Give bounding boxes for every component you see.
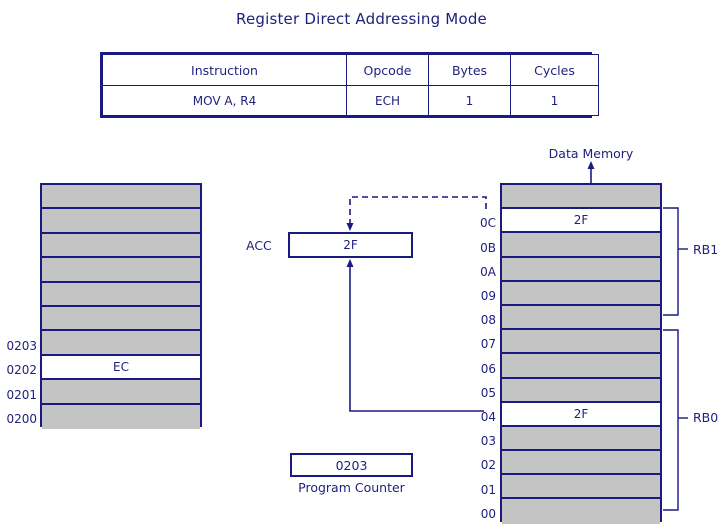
memory-address-label-05: 05 [480,385,496,400]
memory-cell [502,257,660,282]
memory-cell [502,378,660,403]
memory-address-label-07: 07 [480,337,496,352]
memory-address-label-09: 09 [480,289,496,303]
memory-address-label-0C: 0C [479,216,496,231]
memory-address-label-03: 03 [480,434,496,449]
memory-address-label-01: 01 [480,482,496,497]
code-memory-block: EC [40,183,202,429]
accumulator-label: ACC [246,238,272,253]
memory-address-label-08: 08 [480,313,496,328]
memory-cell: 2F [502,209,660,234]
data-to-acc-dashed-path [346,196,487,231]
memory-cell [502,499,660,524]
column-header-opcode: Opcode [346,53,429,87]
bank-bracket-rb1 [663,207,688,316]
memory-address-label-0A: 0A [480,264,496,279]
program-counter-value: 0203 [290,453,413,477]
memory-cell [42,209,200,234]
memory-cell [42,306,200,332]
memory-cell [42,258,200,283]
cell-opcode: ECH [346,85,429,116]
bank-label-rb0: RB0 [693,410,719,425]
memory-cell: EC [42,355,200,381]
memory-cell [502,233,660,258]
memory-cell [42,185,200,210]
memory-cell [502,354,660,379]
memory-address-label-02: 02 [480,458,496,473]
memory-address-label-0201: 0201 [6,387,37,402]
memory-cell [42,380,200,405]
memory-address-label-0202: 0202 [6,363,37,378]
acc-to-data-solid-path [346,259,484,412]
bank-bracket-rb0 [663,329,688,511]
cell-bytes: 1 [428,85,511,116]
memory-cell-value: EC [113,359,129,374]
column-header-bytes: Bytes [428,53,511,87]
memory-address-label-0200: 0200 [6,412,37,426]
memory-cell [42,404,200,429]
cell-instruction: MOV A, R4 [102,85,347,116]
memory-cell: 2F [502,402,660,427]
memory-cell-value: 2F [573,406,589,421]
data-memory-arrow [587,161,595,185]
data-memory-caption: Data Memory [548,146,634,161]
memory-cell-value: 2F [573,213,589,228]
memory-cell [502,281,660,306]
memory-address-label-04: 04 [480,410,496,424]
memory-cell [502,330,660,355]
instruction-table: Instruction Opcode Bytes Cycles MOV A, R… [100,52,599,118]
cell-cycles: 1 [510,85,599,116]
page-title: Register Direct Addressing Mode [236,10,487,28]
memory-cell [502,426,660,452]
accumulator-value: 2F [288,232,413,258]
memory-cell [42,282,200,307]
table-header-row: Instruction Opcode Bytes Cycles [102,53,599,87]
column-header-cycles: Cycles [510,53,599,87]
memory-cell [502,475,660,500]
memory-address-label-0B: 0B [480,240,496,255]
memory-cell [502,305,660,331]
table-row: MOV A, R4 ECH 1 1 [102,85,599,116]
memory-cell [502,185,660,210]
column-header-instruction: Instruction [102,53,347,87]
data-memory-block: 2F 2F [500,183,662,524]
memory-address-label-06: 06 [480,361,496,376]
bank-label-rb1: RB1 [693,242,719,257]
memory-cell [502,451,660,476]
memory-address-label-00: 00 [480,506,496,521]
memory-cell [42,233,200,259]
memory-cell [42,331,200,356]
program-counter-caption: Program Counter [298,480,405,495]
memory-address-label-0203: 0203 [6,338,37,353]
